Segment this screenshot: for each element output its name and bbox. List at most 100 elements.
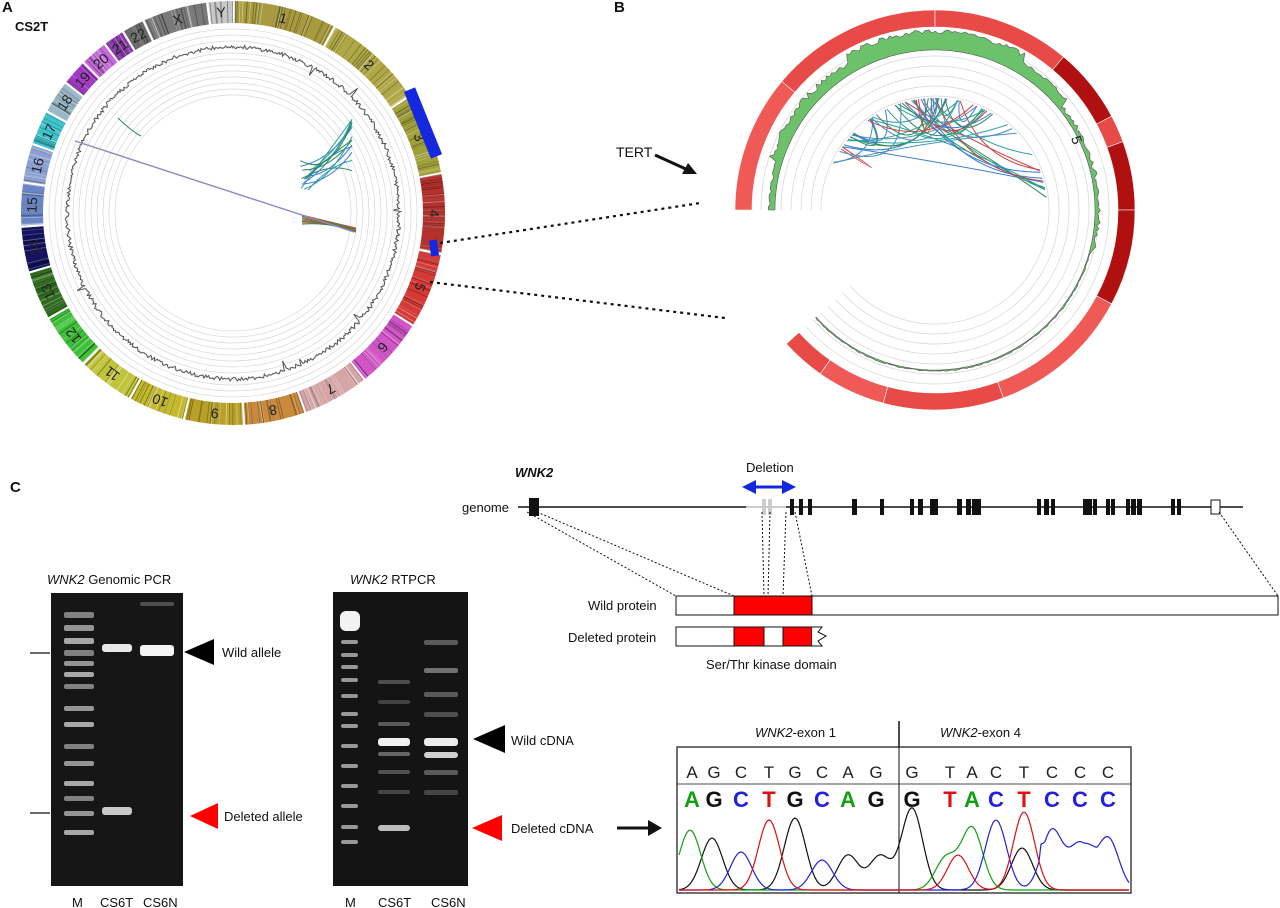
exon — [1083, 499, 1088, 515]
gel2-cs6t-faint-band — [378, 752, 410, 756]
chr5-ring-segment — [819, 359, 889, 404]
deletion-arrow-left-head — [742, 480, 756, 494]
chr5-highlight-bar — [428, 239, 440, 257]
panel-c-label: C — [10, 479, 21, 496]
gel1-ladder-band — [64, 650, 94, 656]
gel2-ladder-band — [341, 640, 358, 644]
tert-arrow-head — [682, 163, 697, 174]
gel1-ladder-band — [64, 706, 94, 711]
chromosome-segment-16 — [23, 145, 53, 185]
wild-allele-label: Wild allele — [222, 645, 281, 660]
chromosome-segment-5 — [394, 250, 441, 325]
chromosome-label-15: 15 — [24, 197, 41, 213]
ref-base: C — [990, 763, 1002, 782]
ref-base: C — [1074, 763, 1086, 782]
gel1-ladder-band — [64, 722, 94, 727]
chromosome-segment-22 — [124, 21, 152, 51]
called-base: A — [840, 787, 856, 812]
exon-1 — [529, 498, 539, 516]
chr5-ring-segment — [997, 295, 1112, 399]
exon — [930, 499, 935, 515]
exon — [1126, 499, 1130, 515]
ref-base: G — [707, 763, 720, 782]
gel1-image — [51, 593, 183, 886]
called-base: C — [814, 787, 830, 812]
chromosome-segment-10 — [130, 379, 189, 419]
chromosome-label-9: 9 — [210, 405, 219, 422]
gel1-ladder-band — [64, 796, 94, 801]
ref-base: A — [842, 763, 854, 782]
tert-label: TERT — [616, 144, 653, 160]
called-base: A — [684, 787, 700, 812]
gel1-ladder-band — [64, 744, 94, 749]
gel2-ladder-band — [341, 840, 358, 844]
chromosome-segment-17 — [32, 112, 66, 151]
circos-plot-chr5-zoom — [734, 9, 1136, 411]
gel2-cs6t-wild-band — [378, 738, 410, 746]
ref-base: C — [1046, 763, 1058, 782]
gel2-ladder-band — [341, 712, 358, 716]
exon — [910, 499, 914, 515]
exon — [1051, 499, 1055, 515]
gel2-cs6n-wild-band — [424, 738, 458, 746]
gel1-ladder-band — [64, 684, 94, 689]
chromosome-segment-9 — [184, 398, 243, 425]
chromosome-label-4: 4 — [426, 210, 442, 218]
deleted-cdna-arrow — [472, 815, 502, 841]
exon1-label: WNK2-exon 1 — [755, 725, 836, 740]
gel2-cs6t-faint-band — [378, 722, 410, 726]
gel1-ladder-band — [64, 781, 94, 786]
exon — [977, 499, 981, 515]
exon — [957, 499, 962, 515]
gel2-cs6t-faint-band — [378, 680, 410, 684]
called-base: T — [762, 787, 776, 812]
chromosome-segment-8 — [243, 391, 305, 425]
chromosome-segment-X — [144, 2, 209, 41]
called-base: T — [1017, 787, 1031, 812]
gel1-title: WNK2 Genomic PCR — [47, 572, 171, 587]
exon — [1131, 499, 1136, 515]
gel1-ladder-band — [64, 625, 94, 631]
gel1-lane-cs6t: CS6T — [100, 895, 133, 908]
deletion-label: Deletion — [746, 460, 794, 475]
chromosome-label-21: 21 — [109, 35, 131, 57]
chromosome-segment-Y — [208, 1, 233, 25]
ref-base: T — [945, 763, 955, 782]
ref-base: A — [966, 763, 978, 782]
gel1-ladder-band — [64, 672, 94, 677]
chromosome-segment-7 — [298, 362, 364, 412]
chromosome-segment-19 — [66, 63, 99, 96]
gel2-ladder-top-band — [340, 611, 360, 631]
chromosome-label-Y: Y — [216, 4, 227, 21]
circos-grid-rings — [48, 28, 418, 398]
chromosome-segment-21 — [105, 32, 134, 62]
genome-exon-structure — [518, 498, 1243, 516]
wild-protein-label: Wild protein — [588, 598, 657, 613]
deleted-protein-label: Deleted protein — [568, 630, 656, 645]
exon — [1137, 499, 1142, 515]
ref-base: C — [735, 763, 747, 782]
exon — [1111, 499, 1115, 515]
gel2-cs6n-faint-band — [424, 692, 458, 697]
chr5-copy-number-fill — [767, 29, 1101, 372]
chr5-rearrangement-links — [833, 97, 1047, 198]
gene-name-label: WNK2 — [515, 465, 554, 480]
exon — [1088, 499, 1092, 515]
ref-base: A — [686, 763, 698, 782]
called-base: T — [943, 787, 957, 812]
exon — [918, 499, 923, 515]
exon — [972, 499, 977, 515]
gel2-cs6n-faint-band — [424, 668, 458, 673]
chromosome-ideogram-ring — [20, 0, 445, 426]
panel-a-label: A — [2, 0, 13, 16]
gel2-ladder-band — [341, 724, 358, 728]
gel1-ladder-band — [64, 638, 94, 644]
gel2-cs6n-faint-band — [424, 712, 458, 717]
gel2-title: WNK2 RTPCR — [350, 572, 436, 587]
gel2-cs6t-deleted-band — [378, 825, 410, 831]
wild-allele-arrow — [184, 639, 214, 665]
exon — [966, 499, 971, 515]
